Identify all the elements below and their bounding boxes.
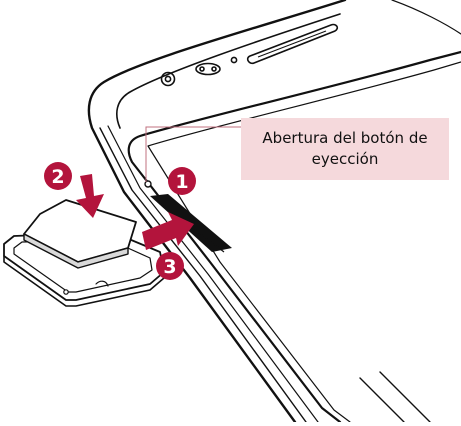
- step-badge-2: 2: [44, 162, 72, 190]
- tray-hole: [63, 289, 69, 295]
- ejection-hole: [144, 180, 152, 188]
- step-badge-2-circle: [44, 162, 72, 190]
- down-arrow-icon: [76, 174, 104, 218]
- phone-outer-edge: [87, 0, 347, 424]
- sim-card: [23, 199, 137, 269]
- phone-top-features: [160, 23, 339, 87]
- step-badge-1: 1: [168, 167, 196, 195]
- step-number-2: 2: [51, 166, 64, 188]
- step-badge-3-circle: [156, 252, 184, 280]
- callout-line-2: eyección: [311, 150, 379, 168]
- phone-body: [87, 0, 461, 424]
- callout-leader-line: [145, 126, 242, 182]
- phone-corner-detail: [359, 371, 431, 423]
- sim-card-side: [23, 233, 129, 269]
- speaker-grille-icon: [246, 23, 339, 65]
- phone-bezel: [116, 13, 341, 129]
- phone-screen-edge: [127, 50, 461, 424]
- insert-arrow-icon: [142, 212, 194, 250]
- callout-line-1: Abertura del botón de: [262, 129, 428, 147]
- tray-slot-edge: [161, 203, 225, 253]
- light-sensor-icon: [230, 56, 238, 64]
- phone-right-edge: [391, 0, 461, 35]
- step-badge-3: 3: [156, 252, 184, 280]
- sensor-icon: [195, 62, 221, 76]
- camera-icon: [160, 71, 176, 87]
- step-number-1: 1: [175, 171, 188, 193]
- ejection-hole-callout: Abertura del botón de eyección: [241, 118, 449, 180]
- step-badge-1-circle: [168, 167, 196, 195]
- tray-notch: [95, 280, 109, 287]
- step-number-3: 3: [163, 256, 176, 278]
- phone-screen-edge-inner: [147, 61, 461, 423]
- arrows: [76, 174, 194, 250]
